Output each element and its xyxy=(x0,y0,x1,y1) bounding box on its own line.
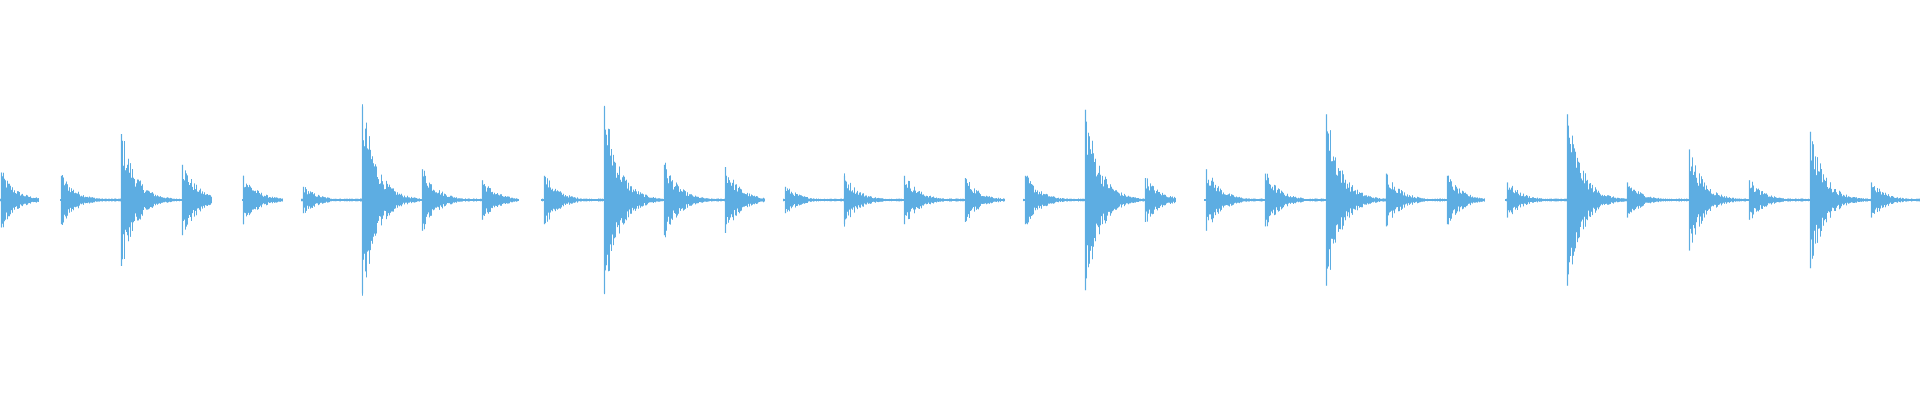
waveform-segment xyxy=(541,105,765,295)
waveform-segment xyxy=(242,175,283,225)
waveform-bars xyxy=(0,104,1920,296)
waveform-segment xyxy=(1023,112,1176,288)
waveform-segment xyxy=(0,172,39,228)
waveform-segment xyxy=(60,140,212,260)
waveform-segment xyxy=(783,173,1005,227)
waveform-segment xyxy=(301,104,519,296)
waveform-segment xyxy=(1204,130,1485,270)
